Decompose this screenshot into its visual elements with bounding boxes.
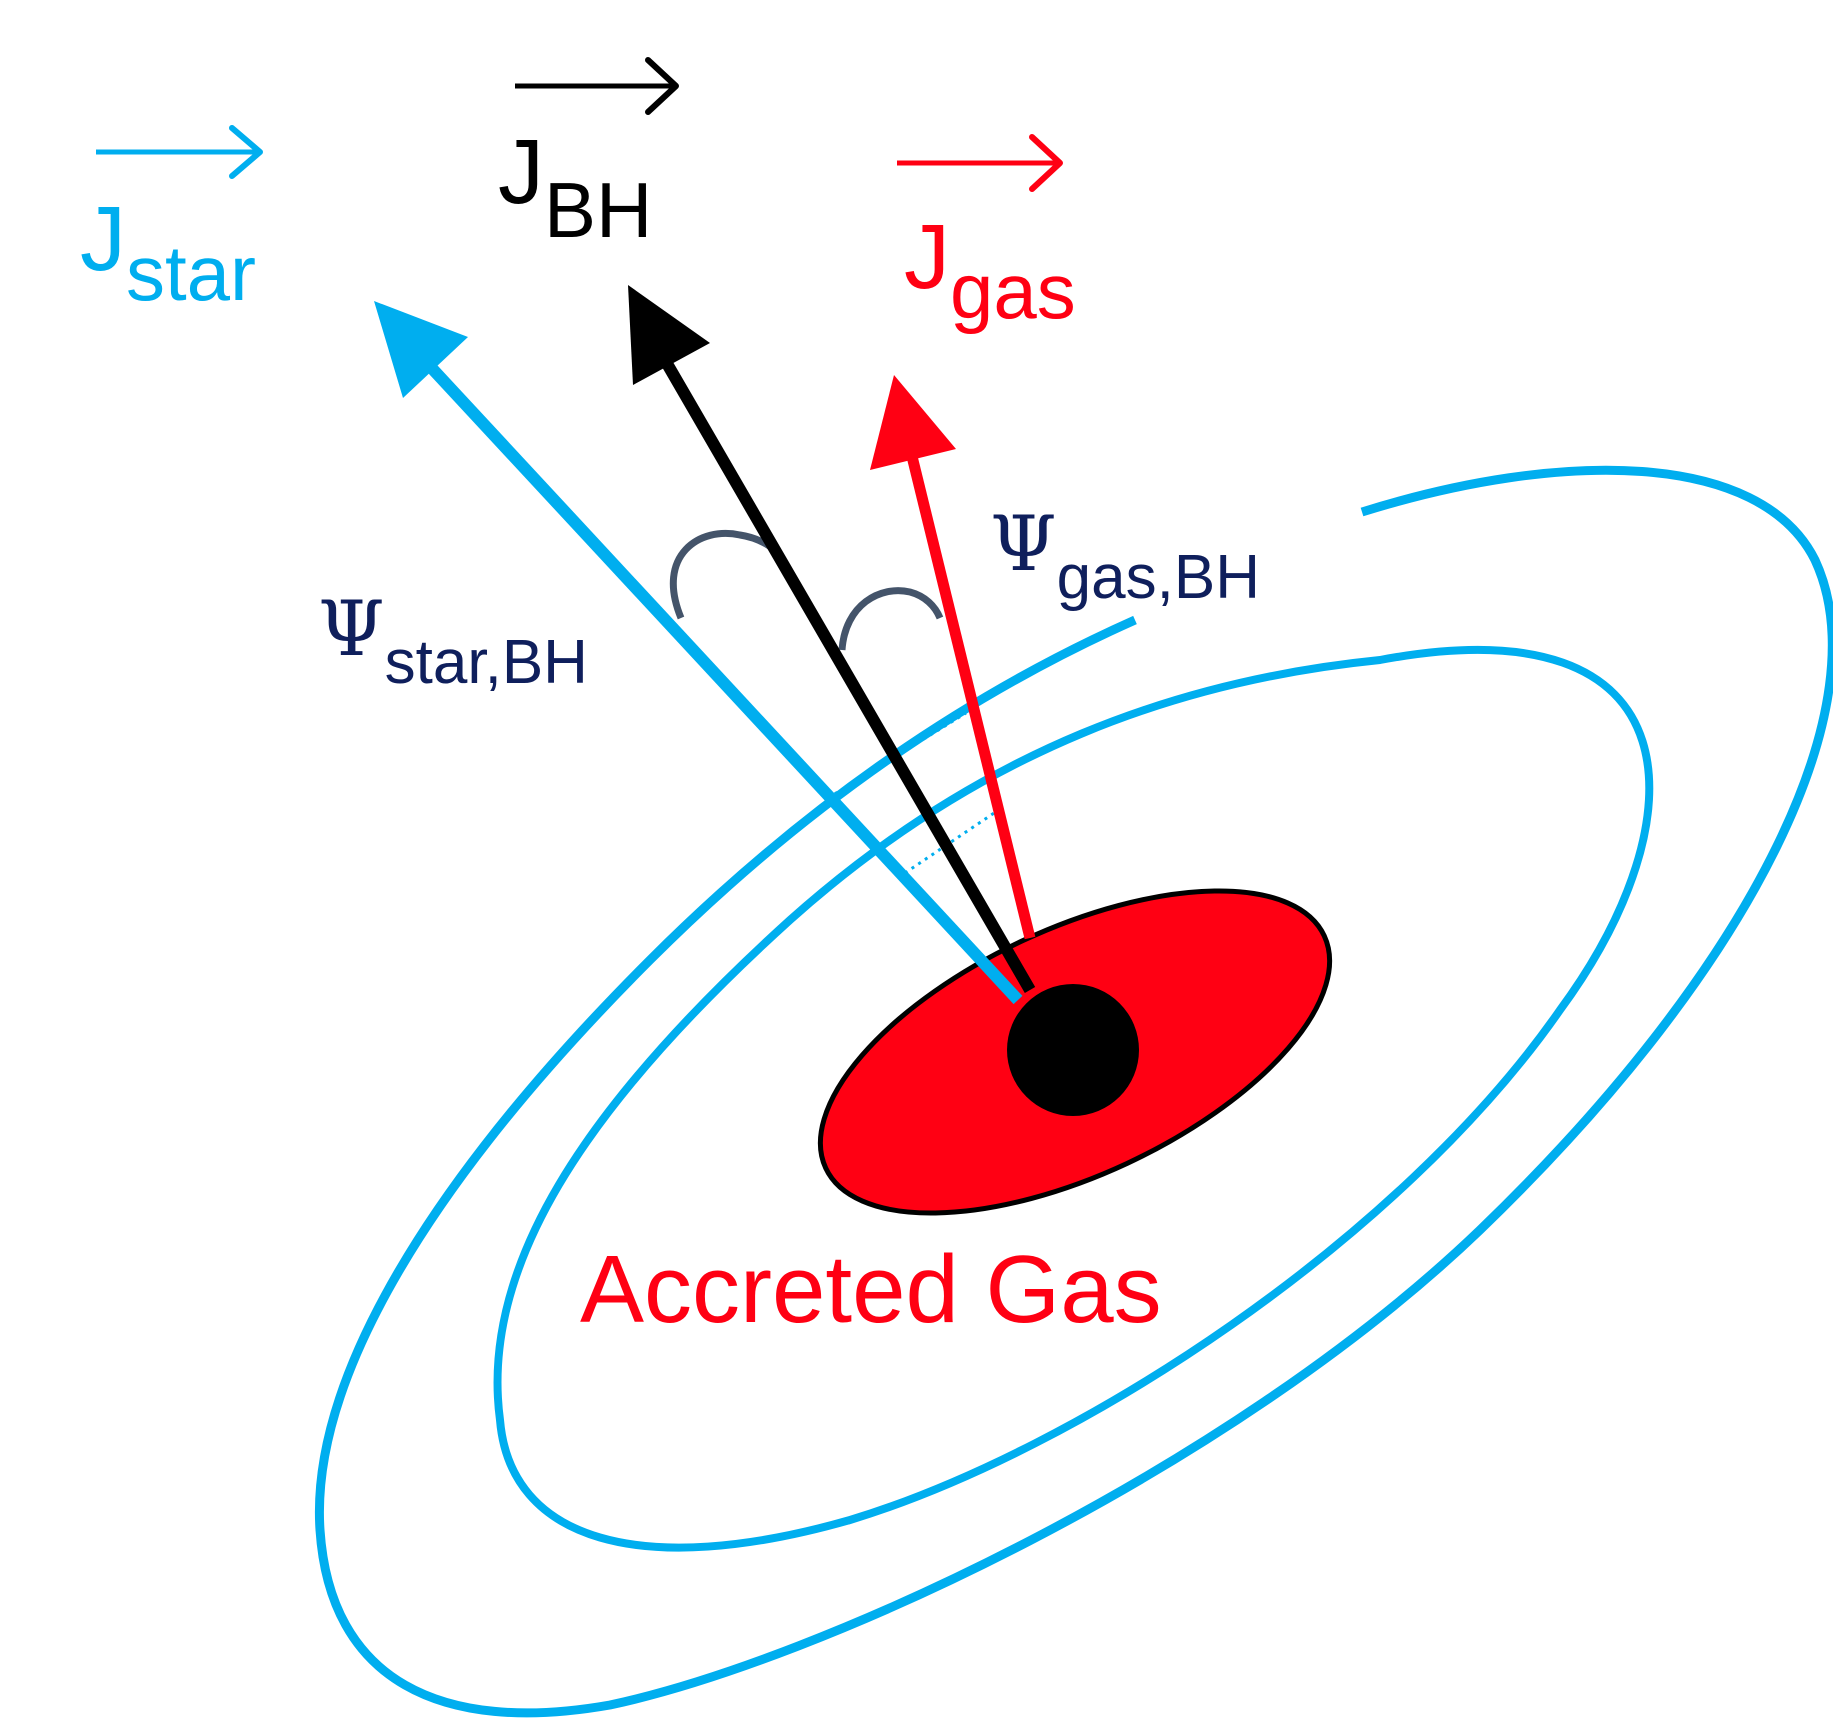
j-star-overarrow (96, 125, 263, 179)
psi-star-bh-label: Ψstar,BH (318, 584, 588, 697)
j-bh-subscript: BH (544, 166, 652, 254)
j-star-label: Jstar (80, 188, 256, 317)
j-gas-vector-shaft (902, 438, 1036, 940)
j-gas-overarrow (897, 134, 1063, 192)
j-star-vector-shaft (422, 358, 1023, 1005)
j-star-symbol: J (80, 188, 126, 290)
j-bh-vector-shaft (656, 351, 1036, 994)
j-bh-overarrow (515, 57, 679, 115)
j-gas-symbol: J (904, 206, 950, 308)
j-gas-subscript: gas (950, 247, 1076, 335)
psi-gas-bh-symbol: Ψ (990, 499, 1057, 588)
accreted-gas-label: Accreted Gas (580, 1236, 1162, 1343)
angle-arc-star-bh (669, 530, 785, 620)
psi-gas-bh-subscript: gas,BH (1057, 543, 1260, 612)
j-bh-label: JBH (498, 121, 652, 254)
j-star-vector-head (374, 301, 468, 398)
black-hole (1007, 984, 1139, 1116)
projection-dotted-line-lower (904, 805, 1004, 875)
j-star-subscript: star (126, 229, 256, 317)
j-gas-label: Jgas (904, 206, 1076, 335)
psi-star-bh-subscript: star,BH (385, 628, 588, 697)
angle-arc-gas-bh (838, 587, 944, 651)
psi-star-bh-symbol: Ψ (318, 584, 385, 673)
stellar-disk-inner-ring (493, 645, 1654, 1552)
j-bh-vector-head (628, 285, 710, 385)
stellar-disk-outer-ring (314, 465, 1833, 1718)
psi-gas-bh-label: Ψgas,BH (990, 499, 1260, 612)
j-bh-symbol: J (498, 121, 544, 223)
j-gas-vector-head (870, 375, 956, 470)
